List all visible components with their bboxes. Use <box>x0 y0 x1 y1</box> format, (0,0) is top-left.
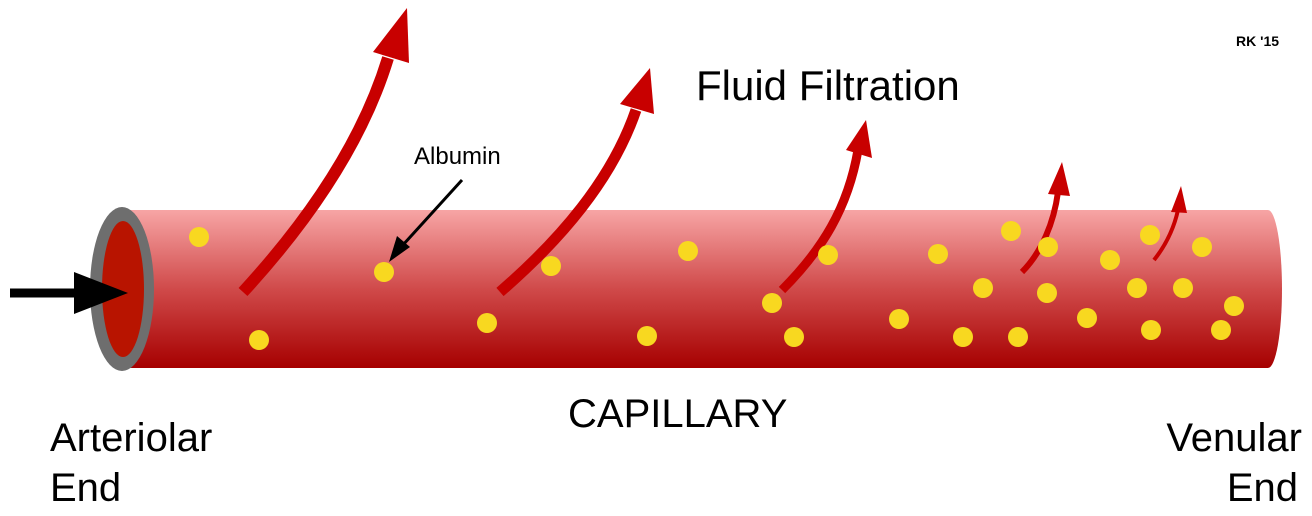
albumin-particle <box>762 293 782 313</box>
filtration-arrow-5 <box>1152 186 1187 262</box>
arteriolar-end-label-line2: End <box>50 466 121 510</box>
albumin-label: Albumin <box>414 143 501 170</box>
albumin-particle <box>189 227 209 247</box>
arteriolar-end-label-line1: Arteriolar <box>50 416 212 460</box>
albumin-particle <box>1100 250 1120 270</box>
filtration-arrow-3 <box>778 120 872 294</box>
albumin-particle <box>678 241 698 261</box>
capillary-lumen <box>102 221 144 357</box>
albumin-particle <box>1141 320 1161 340</box>
albumin-particle <box>1224 296 1244 316</box>
venular-end-label-line2: End <box>1227 466 1298 510</box>
albumin-particle <box>953 327 973 347</box>
albumin-particle <box>1192 237 1212 257</box>
albumin-particle <box>541 256 561 276</box>
albumin-particle <box>1038 237 1058 257</box>
albumin-particle <box>1008 327 1028 347</box>
albumin-particle <box>889 309 909 329</box>
albumin-particle <box>818 245 838 265</box>
albumin-particle <box>249 330 269 350</box>
filtration-arrow-4 <box>1019 162 1070 275</box>
albumin-particle <box>784 327 804 347</box>
albumin-particle <box>1127 278 1147 298</box>
albumin-particle <box>1140 225 1160 245</box>
albumin-particle <box>1037 283 1057 303</box>
albumin-particle <box>1077 308 1097 328</box>
albumin-particle <box>1001 221 1021 241</box>
capillary-body <box>122 210 1282 368</box>
albumin-particle <box>1211 320 1231 340</box>
albumin-particle <box>637 326 657 346</box>
venular-end-label-line1: Venular <box>1166 416 1302 460</box>
capillary-tube <box>90 207 1282 371</box>
albumin-particle <box>1173 278 1193 298</box>
filtration-arrow-2 <box>496 68 654 297</box>
inflow-arrow <box>10 272 128 314</box>
albumin-particles <box>189 221 1244 350</box>
fluid-filtration-title: Fluid Filtration <box>696 62 960 109</box>
albumin-pointer-arrow <box>389 178 464 262</box>
albumin-particle <box>477 313 497 333</box>
albumin-particle <box>928 244 948 264</box>
filtration-arrow-1 <box>238 8 409 297</box>
albumin-particle <box>374 262 394 282</box>
capillary-label: CAPILLARY <box>568 392 787 436</box>
albumin-particle <box>973 278 993 298</box>
filtration-arrows <box>238 8 1187 297</box>
author-credit: RK '15 <box>1236 33 1279 49</box>
